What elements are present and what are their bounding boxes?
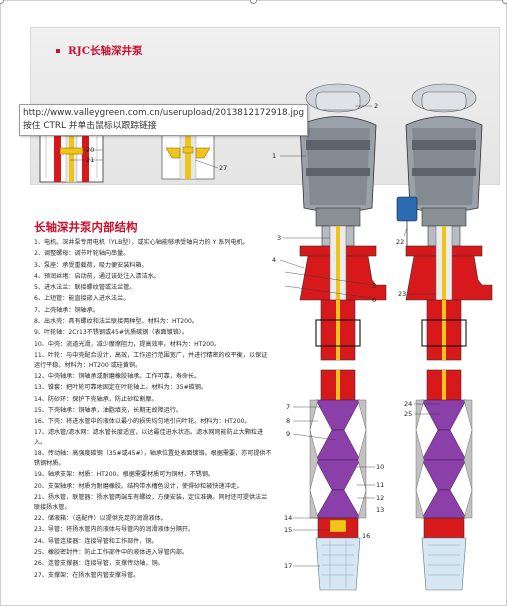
header-title: RJC长轴深井泵 xyxy=(56,43,143,58)
callout-23: 23 xyxy=(398,290,406,298)
tooltip-url[interactable]: http://www.valleygreen.com.cn/userupload… xyxy=(23,108,305,118)
callout-22: 22 xyxy=(396,238,404,246)
callout-16: 16 xyxy=(362,532,370,540)
inset-detail-support xyxy=(161,128,215,180)
list-item: 3、泵座：承受重载荷，吸力便安装料箱。 xyxy=(34,261,148,269)
list-item: 15、下壳轴承：铜轴承，油脂填充，长期无故障运行。 xyxy=(34,406,182,414)
right-pump-base xyxy=(396,196,493,361)
section-title: 长轴深井泵内部结构 xyxy=(34,220,138,234)
tooltip-hint: 按住 CTRL 并单击鼠标以跟踪链接 xyxy=(23,121,157,131)
callout-20: 20 xyxy=(86,146,94,154)
resize-handle-top-center[interactable] xyxy=(250,0,257,4)
list-item: 14、防砂环：保护下壳轴承，防止砂粒割摩。 xyxy=(34,395,158,403)
list-item: 26、连管支撑器：连接导管，支撑传动轴，铜。 xyxy=(34,560,164,568)
list-item: 4、预润丝堵：启动前，通过该处注入清洁水。 xyxy=(34,272,160,280)
list-item: 7、上壳轴承：铜轴承。 xyxy=(34,306,99,314)
list-item: 13、锥套：把叶轮可靠地固定在叶轮轴上。材料为：35#碳钢。 xyxy=(34,384,207,392)
list-item: 10、中壳：流道光滑，减少摩擦阻力，提高效率。材料为：HT200。 xyxy=(34,340,221,348)
callout-12: 12 xyxy=(376,494,384,502)
list-item: 17、滤水管/滤水网：滤水管长度适宜，以达最佳进水状态。滤水网则能防止大颗粒进入… xyxy=(34,429,264,447)
left-pump-base xyxy=(299,225,387,361)
list-item: 9、叶轮轴：2Cr13不锈钢或45#优质碳钢（表面镀铬）。 xyxy=(34,329,188,337)
hyperlink-tooltip[interactable]: http://www.valleygreen.com.cn/userupload… xyxy=(19,104,308,136)
callout-11: 11 xyxy=(376,481,384,489)
bullet-square-icon xyxy=(56,49,60,53)
callout-2: 2 xyxy=(374,102,378,110)
left-pump-motor xyxy=(299,83,377,247)
callout-3: 3 xyxy=(277,234,281,242)
resize-handle-top-left[interactable] xyxy=(0,0,4,4)
right-pump-bowl-assembly xyxy=(415,369,473,591)
list-item: 20、支架轴承：材质为耐磨橡胶。结构带水槽色设计，使得砂粒被快速冲走。 xyxy=(34,482,243,490)
list-item: 1、电机。深井泵专用电机（YLB型），或实心轴能够承受轴向力的 Y 系列电机。 xyxy=(34,239,249,246)
list-item: 5、进水法兰：联接螺纹管或法兰管。 xyxy=(34,284,136,292)
parts-list: 1、电机。深井泵专用电机（YLB型），或实心轴能够承受轴向力的 Y 系列电机。 … xyxy=(34,238,272,582)
right-pump-motor xyxy=(405,83,483,247)
callout-25: 25 xyxy=(404,410,412,418)
list-item: 19、轴承支架：材质：HT200。根据需要材质可为铜材，不锈钢。 xyxy=(34,471,215,479)
list-item: 12、中壳轴承：铜轴承或耐磨橡胶轴承。工作可靠，寿命长。 xyxy=(34,372,201,380)
list-item: 8、出水壳：具有螺纹和法兰联接两种型。材料为：HT200。 xyxy=(34,318,198,326)
callout-4: 4 xyxy=(272,256,276,264)
callout-9: 9 xyxy=(286,430,290,438)
list-item: 21、扬水管，联管器：扬水管两端车有螺纹，方便安装，定位准确。同时还可提供法兰联… xyxy=(34,494,268,511)
list-item: 2、调整螺母：调节叶轮轴向串量。 xyxy=(34,250,130,258)
list-item: 16、下壳：将进水管中的液体以最小的损失均匀地引向叶轮。材料为：HT200。 xyxy=(34,418,251,426)
list-item: 22、储液箱：（选配件）以提供充足的润滑液体。 xyxy=(34,515,167,523)
callout-13: 13 xyxy=(376,506,384,514)
callout-8: 8 xyxy=(286,417,290,425)
callout-14: 14 xyxy=(284,514,292,522)
callout-24: 24 xyxy=(404,400,412,408)
callout-7: 7 xyxy=(286,403,290,411)
callout-1: 1 xyxy=(272,152,276,160)
list-item: 18、传动轴：高强度碳钢（35#或45#），轴承位置处表面镀铬。根据需要，亦可提… xyxy=(34,450,272,468)
callout-21: 21 xyxy=(86,156,94,164)
callout-5: 5 xyxy=(372,282,376,290)
left-pump-bowl-assembly xyxy=(309,369,367,591)
list-item: 6、上短管：能直接嵌入进水法兰。 xyxy=(34,295,130,303)
callout-17: 17 xyxy=(284,562,292,570)
list-item: 27、支撑架：在扬水管内管支撑导管。 xyxy=(34,571,140,579)
list-item: 25、橡胶密封件：防止工作部件中的液体进入导管内部。 xyxy=(34,548,189,556)
list-item: 24、导管连接器：连接导管和工作部件，铜。 xyxy=(34,537,158,545)
callout-6: 6 xyxy=(372,296,376,304)
callout-10: 10 xyxy=(376,463,384,471)
callout-27: 27 xyxy=(219,164,227,172)
callout-15: 15 xyxy=(284,526,292,534)
list-item: 23、导管：将扬水管内的液体与导管内的润滑液体分隔开。 xyxy=(34,526,195,534)
resize-handle-top-right[interactable] xyxy=(502,0,507,4)
list-item: 11、叶轮：与中壳配合设计，高效，工作运行范围宽广，并进行精密的校平衡，以保证运… xyxy=(34,351,268,369)
